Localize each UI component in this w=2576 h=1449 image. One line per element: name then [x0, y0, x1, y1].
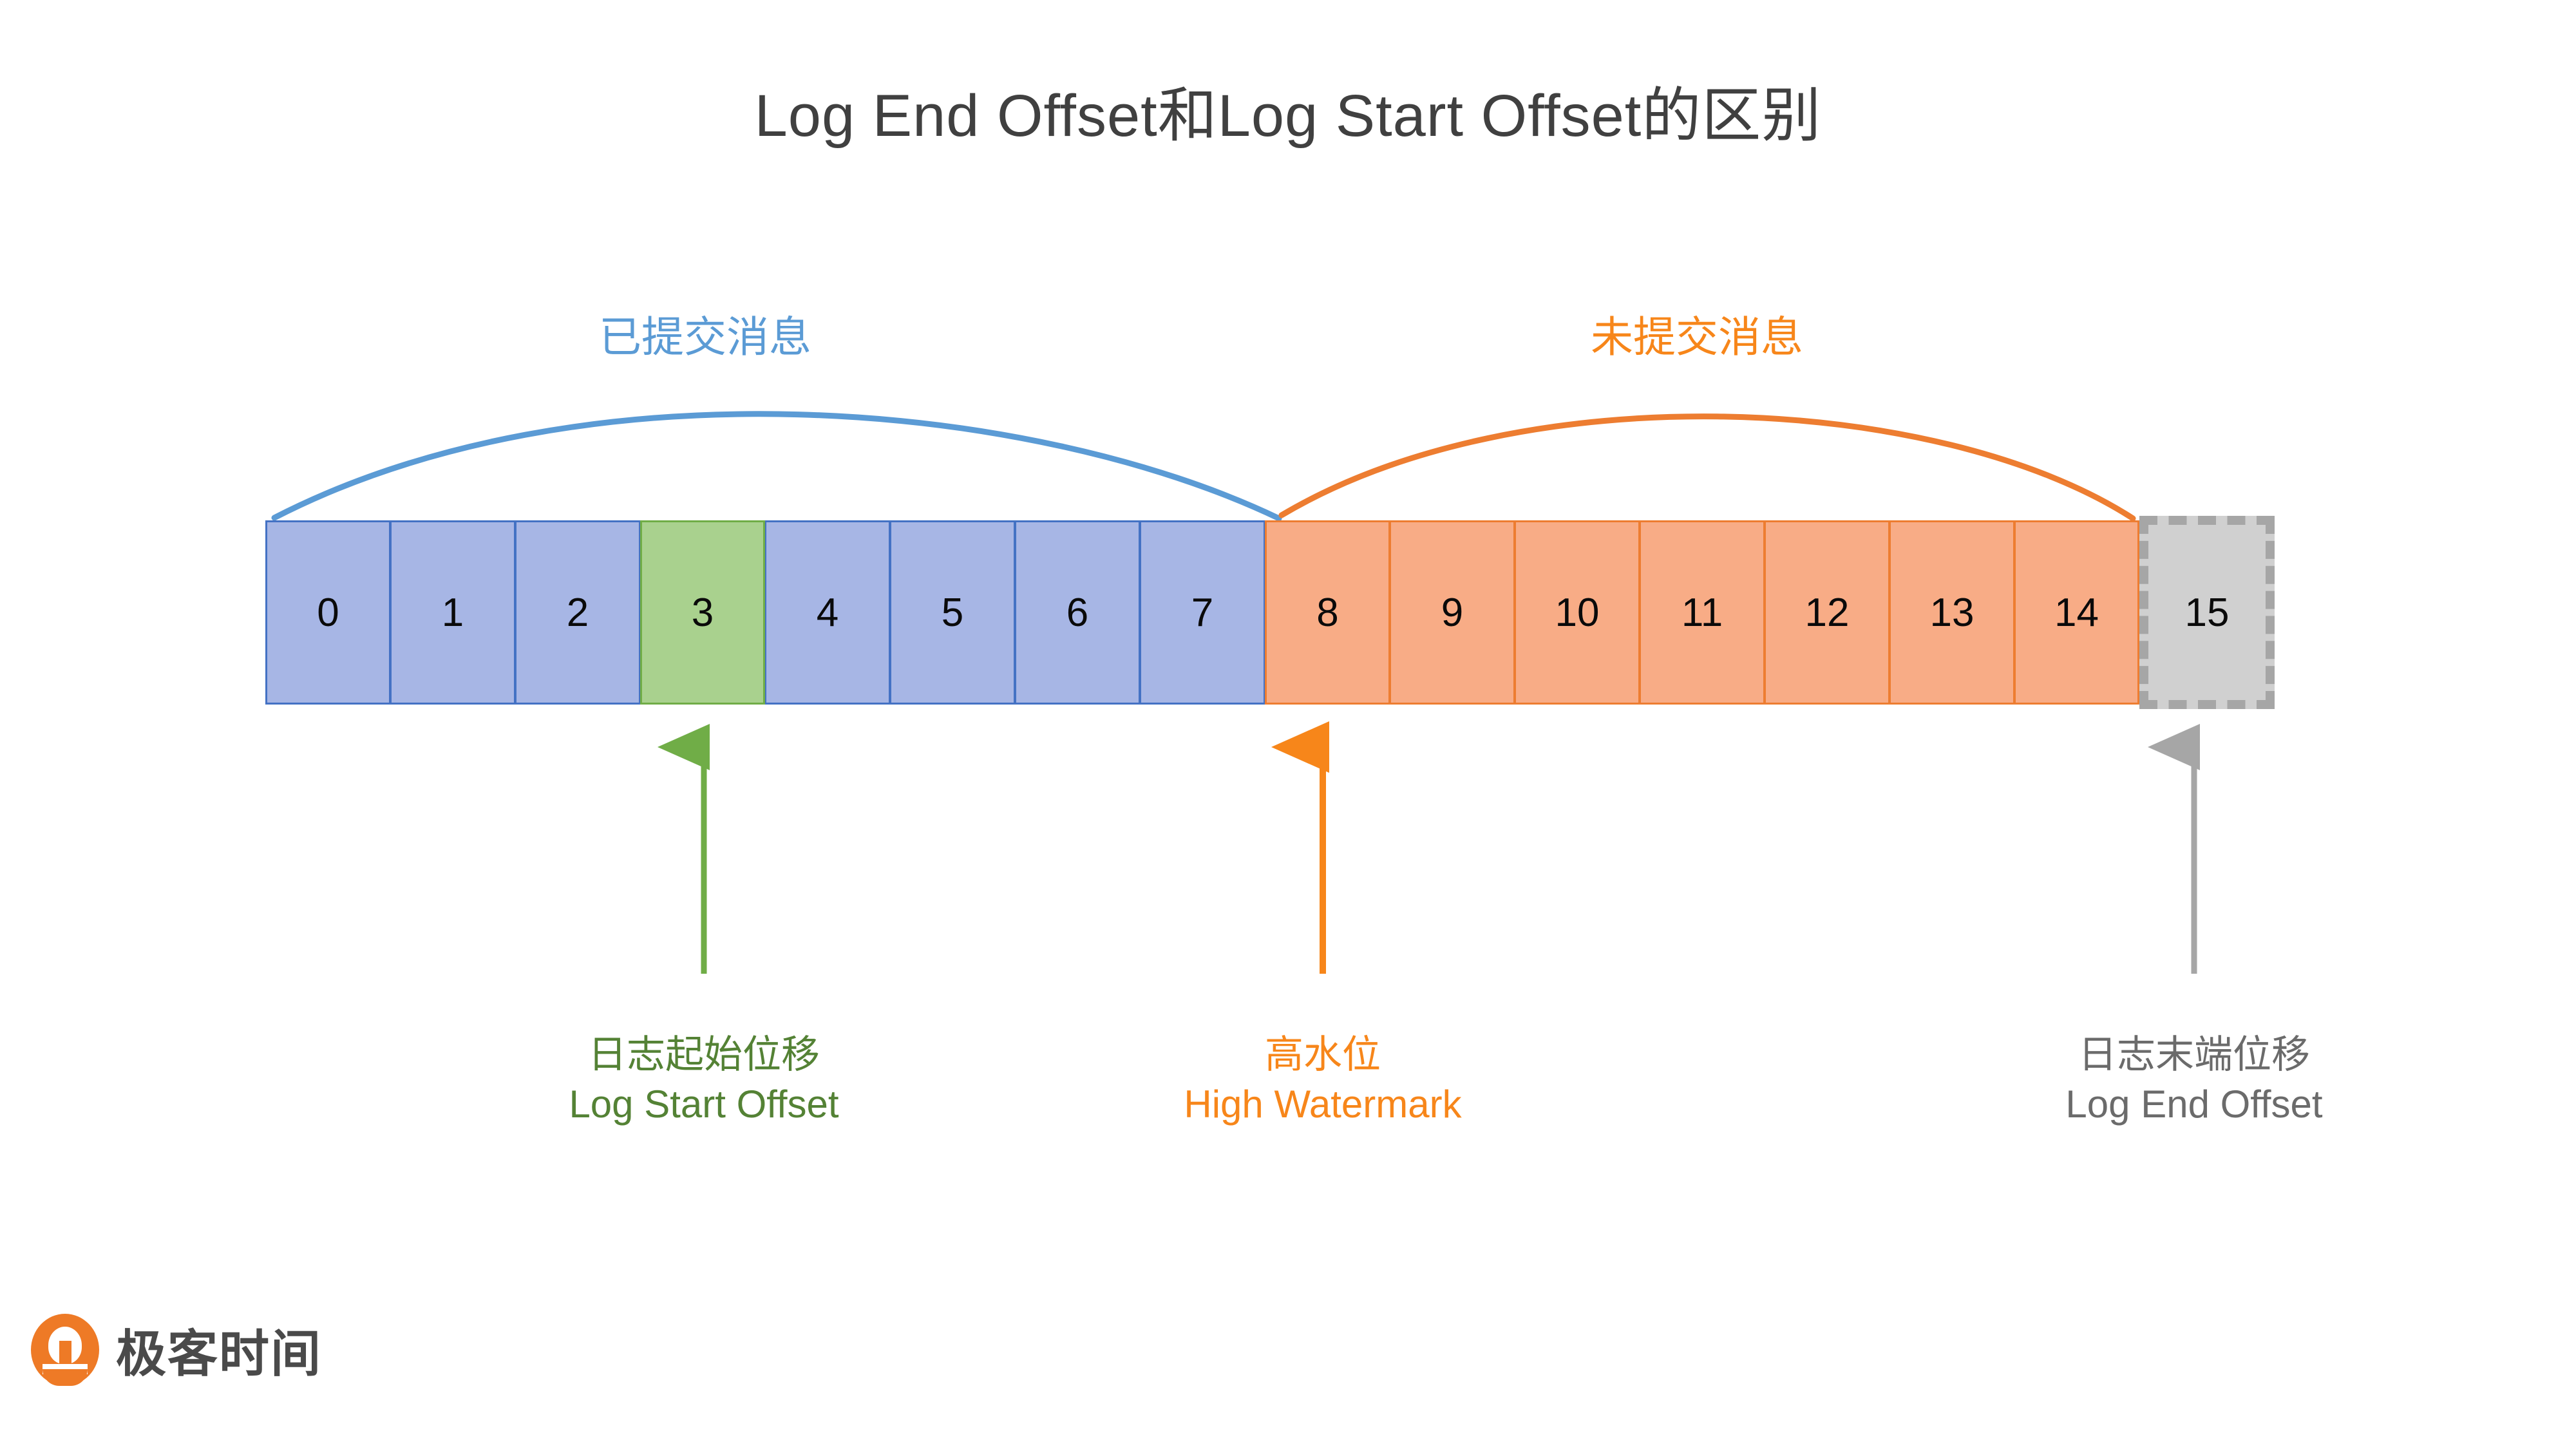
offset-cell-label: 14 — [2054, 590, 2099, 635]
offset-cell-label: 11 — [1681, 590, 1723, 635]
committed-range-curve — [271, 411, 1282, 522]
offset-cell-5: 5 — [890, 520, 1015, 705]
offset-cell-label: 6 — [1066, 590, 1089, 635]
offset-cell-label: 7 — [1191, 590, 1214, 635]
offset-cell-15: 15 — [2139, 516, 2275, 709]
page-title: Log End Offset和Log Start Offset的区别 — [754, 83, 1822, 149]
annotation-high-watermark-cn: 高水位 — [1264, 1033, 1381, 1076]
offset-cell-label: 5 — [941, 590, 964, 635]
annotation-log-end-offset-cn: 日志末端位移 — [2078, 1033, 2310, 1076]
offset-cell-label: 9 — [1441, 590, 1464, 635]
offset-cell-2: 2 — [515, 520, 640, 705]
offset-cell-label: 12 — [1804, 590, 1850, 635]
offset-cell-0: 0 — [265, 520, 390, 705]
offset-cell-11: 11 — [1640, 520, 1765, 705]
geektime-mark-icon — [31, 1314, 99, 1386]
annotation-log-start-offset-en: Log Start Offset — [569, 1082, 839, 1126]
offset-cell-label: 2 — [566, 590, 589, 635]
offset-cell-label: 13 — [1929, 590, 1975, 635]
offset-cell-label: 15 — [2184, 590, 2230, 635]
offset-cell-13: 13 — [1889, 520, 2014, 705]
offset-cell-label: 10 — [1555, 590, 1600, 635]
uncommitted-range-curve — [1278, 413, 2136, 522]
offset-cell-label: 4 — [816, 590, 839, 635]
offset-cell-label: 8 — [1316, 590, 1339, 635]
offset-cell-7: 7 — [1140, 520, 1265, 705]
offset-cell-8: 8 — [1265, 520, 1390, 705]
offset-cell-label: 3 — [691, 590, 714, 635]
annotation-log-start-offset-cn: 日志起始位移 — [588, 1033, 820, 1076]
committed-messages-label: 已提交消息 — [599, 313, 811, 361]
brand-logo: 极客时间 — [31, 1314, 322, 1386]
offset-cell-10: 10 — [1515, 520, 1640, 705]
annotation-log-end-offset: 日志末端位移 Log End Offset — [2065, 1030, 2322, 1130]
offset-cell-3: 3 — [640, 520, 765, 705]
offset-cell-12: 12 — [1765, 520, 1889, 705]
annotation-high-watermark: 高水位 High Watermark — [1184, 1030, 1461, 1130]
offset-cell-14: 14 — [2014, 520, 2139, 705]
annotation-high-watermark-en: High Watermark — [1184, 1082, 1462, 1126]
annotation-log-end-offset-en: Log End Offset — [2065, 1082, 2323, 1126]
offset-cell-label: 0 — [317, 590, 339, 635]
brand-name: 极客时间 — [116, 1325, 323, 1382]
offset-cell-6: 6 — [1015, 520, 1140, 705]
offset-cell-1: 1 — [390, 520, 515, 705]
offset-cell-4: 4 — [765, 520, 890, 705]
offset-cell-label: 1 — [441, 590, 464, 635]
annotation-log-start-offset: 日志起始位移 Log Start Offset — [569, 1030, 838, 1130]
offset-cell-9: 9 — [1390, 520, 1515, 705]
uncommitted-messages-label: 未提交消息 — [1591, 313, 1803, 361]
